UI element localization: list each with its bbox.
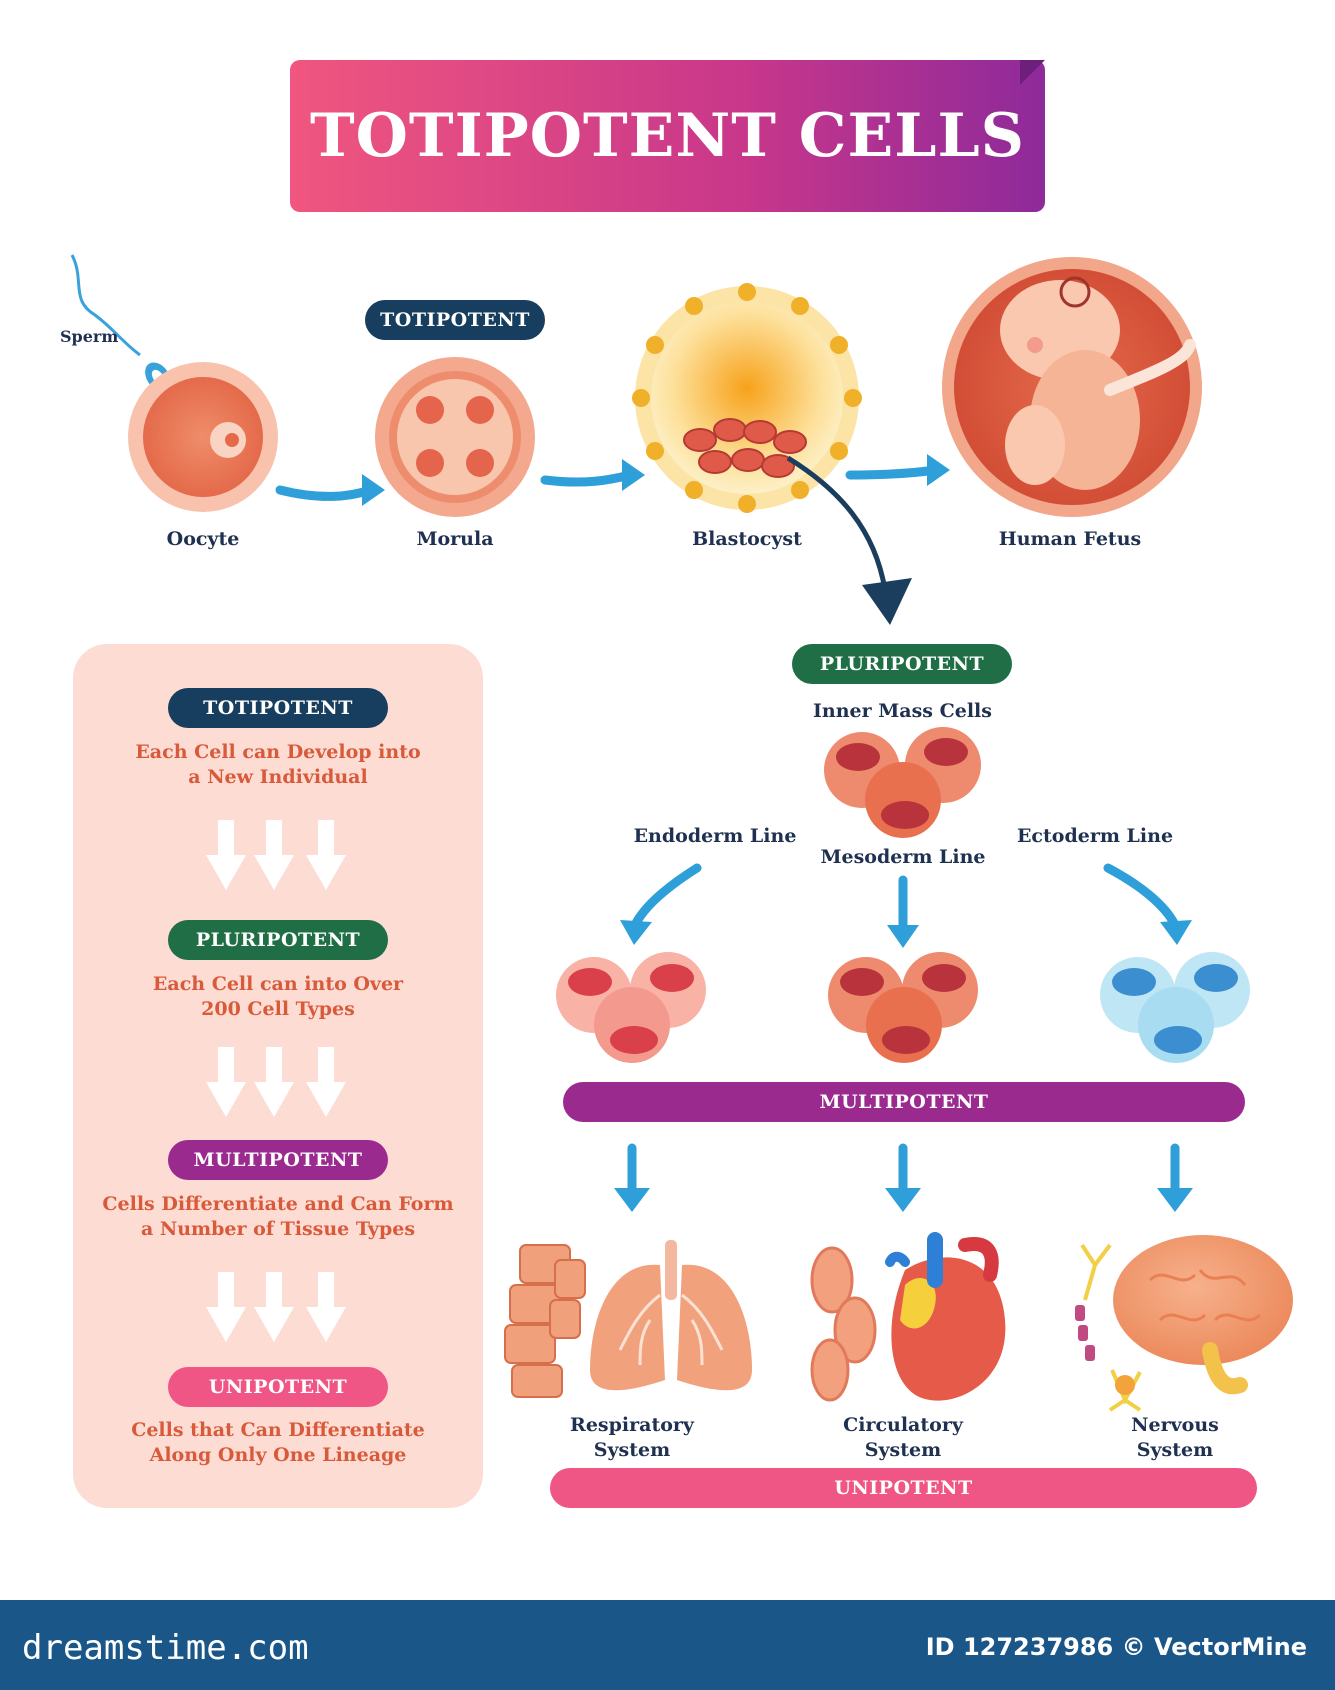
legend-multipotent-line1: Cells Differentiate and Can Form	[102, 1193, 454, 1215]
oocyte-label: Oocyte	[166, 528, 240, 550]
circulatory-label-line2: System	[864, 1439, 942, 1461]
legend-pluripotent-line1: Each Cell can into Over	[152, 973, 404, 995]
sperm-label: Sperm	[60, 327, 119, 346]
respiratory-illustration	[504, 1240, 752, 1398]
morula-label: Morula	[416, 528, 494, 550]
nervous-label: Nervous System	[1095, 1413, 1255, 1463]
inner-mass-cells-illustration	[824, 727, 981, 838]
nervous-label-line1: Nervous	[1131, 1414, 1219, 1436]
circulatory-illustration	[810, 1232, 1006, 1402]
pluripotent-tag: PLURIPOTENT	[792, 644, 1012, 684]
legend-pluripotent-line2: 200 Cell Types	[201, 998, 355, 1020]
footer-image-id: ID 127237986 © VectorMine	[925, 1633, 1307, 1661]
legend-pluripotent-desc: Each Cell can into Over 200 Cell Types	[83, 972, 473, 1022]
fetus-label: Human Fetus	[998, 528, 1142, 550]
legend-multipotent-tag: MULTIPOTENT	[168, 1140, 388, 1180]
legend-unipotent-tag: UNIPOTENT	[168, 1367, 388, 1407]
legend-unipotent-desc: Cells that Can Differentiate Along Only …	[83, 1418, 473, 1468]
legend-multipotent-line2: a Number of Tissue Types	[140, 1218, 416, 1240]
multipotent-arrowheads	[614, 1188, 1193, 1212]
legend-totipotent-tag: TOTIPOTENT	[168, 688, 388, 728]
footer-bar	[0, 1600, 1335, 1690]
endoderm-label: Endoderm Line	[633, 825, 797, 847]
nervous-illustration	[1075, 1235, 1293, 1412]
ectoderm-cells-illustration	[1100, 952, 1250, 1063]
legend-multipotent-desc: Cells Differentiate and Can Form a Numbe…	[83, 1192, 473, 1242]
unipotent-bar: UNIPOTENT	[550, 1468, 1257, 1508]
legend-unipotent-line1: Cells that Can Differentiate	[131, 1419, 425, 1441]
mesoderm-cells-illustration	[828, 952, 978, 1063]
endoderm-cells-illustration	[556, 952, 706, 1063]
page-title: TOTIPOTENT CELLS	[310, 101, 1025, 171]
respiratory-label: Respiratory System	[552, 1413, 712, 1463]
legend-totipotent-desc: Each Cell can Develop into a New Individ…	[83, 740, 473, 790]
arrow-morula-blastocyst	[540, 470, 635, 487]
arrow-blastocyst-pluripotent	[786, 455, 912, 625]
footer-brand[interactable]: dreamstime.com	[22, 1628, 309, 1668]
legend-totipotent-line1: Each Cell can Develop into	[135, 741, 421, 763]
legend-unipotent-line2: Along Only One Lineage	[149, 1444, 407, 1466]
legend-pluripotent-tag: PLURIPOTENT	[168, 920, 388, 960]
respiratory-label-line2: System	[593, 1439, 671, 1461]
title-banner: TOTIPOTENT CELLS	[290, 60, 1045, 212]
arrow-blastocyst-fetus	[845, 465, 940, 480]
lineage-arrowheads	[620, 920, 1192, 948]
flow-arrowheads	[362, 454, 950, 506]
arrow-oocyte-morula	[275, 485, 375, 501]
inner-mass-label: Inner Mass Cells	[813, 700, 992, 722]
multipotent-bar: MULTIPOTENT	[563, 1082, 1245, 1122]
circulatory-label: Circulatory System	[823, 1413, 983, 1463]
nervous-label-line2: System	[1136, 1439, 1214, 1461]
lineage-arrows	[630, 863, 1180, 930]
multipotent-arrows	[627, 1143, 1180, 1195]
blastocyst-label: Blastocyst	[692, 528, 802, 550]
legend-totipotent-line2: a New Individual	[188, 766, 368, 788]
banner-fold	[1020, 60, 1045, 85]
circulatory-label-line1: Circulatory	[843, 1414, 963, 1436]
morula-illustration	[375, 357, 535, 517]
oocyte-illustration	[128, 362, 278, 512]
fetus-illustration	[942, 257, 1202, 517]
mesoderm-label: Mesoderm Line	[820, 846, 986, 868]
totipotent-tag: TOTIPOTENT	[365, 300, 545, 340]
ectoderm-label: Ectoderm Line	[1016, 825, 1174, 847]
respiratory-label-line1: Respiratory	[570, 1414, 694, 1436]
blastocyst-illustration	[632, 283, 862, 513]
